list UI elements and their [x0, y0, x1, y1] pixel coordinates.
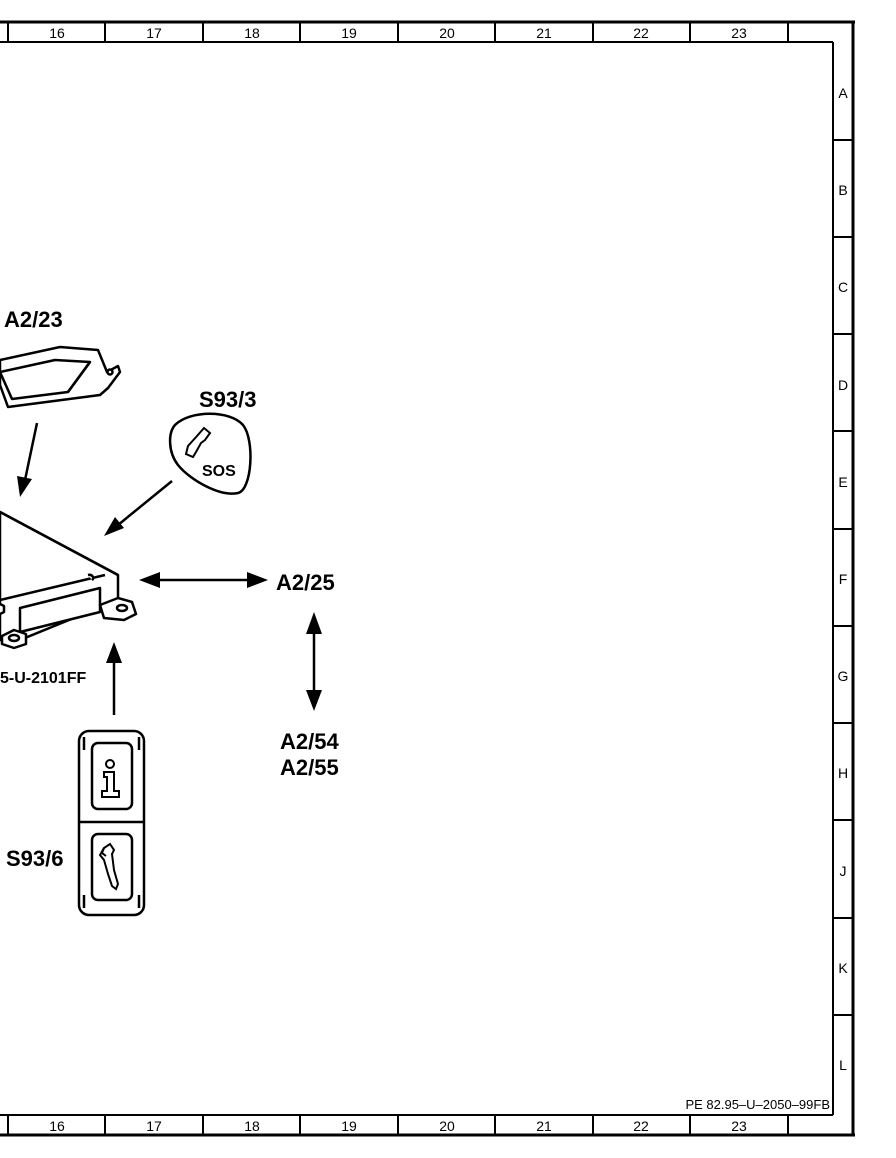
row-label: H	[838, 765, 848, 781]
arrow-a2-23-to-unit	[17, 422, 39, 497]
col-label: 22	[633, 25, 649, 41]
row-label: J	[840, 863, 847, 879]
a2-25-label: A2/25	[276, 570, 335, 595]
col-label: 16	[49, 1118, 65, 1134]
row-label: F	[839, 571, 848, 587]
col-label: 20	[439, 25, 455, 41]
a2-23-module-drawing	[0, 345, 122, 409]
col-label: 16	[49, 25, 65, 41]
row-label: C	[838, 279, 848, 295]
row-labels: A B C D E F G H J K L	[838, 85, 849, 1073]
s93-6-label: S93/6	[6, 846, 64, 871]
column-labels-top: 16 17 18 19 20 21 22 23	[49, 25, 747, 41]
row-label: A	[838, 85, 848, 101]
col-label: 21	[536, 1118, 552, 1134]
col-label: 21	[536, 25, 552, 41]
col-label: 19	[341, 25, 357, 41]
row-label: E	[838, 474, 847, 490]
a2-23-label: A2/23	[4, 307, 63, 332]
col-label: 18	[244, 1118, 260, 1134]
arrow-s93-3-to-unit	[104, 480, 173, 536]
arrow-a2-25-a2-54	[306, 612, 322, 711]
control-unit-ref-label: 5-U-2101FF	[0, 670, 86, 687]
column-labels-bottom: 16 17 18 19 20 21 22 23	[49, 1118, 747, 1134]
document-reference: PE 82.95–U–2050–99FB	[685, 1097, 830, 1112]
s93-3-sos-button	[168, 412, 252, 495]
control-unit-drawing	[0, 510, 138, 650]
column-ticks	[7, 22, 789, 1135]
drawing-frame	[0, 20, 855, 1137]
s93-3-label: S93/3	[199, 387, 257, 412]
row-label: B	[838, 182, 847, 198]
col-label: 23	[731, 25, 747, 41]
wrench-icon	[98, 842, 120, 891]
a2-55-label: A2/55	[280, 755, 339, 780]
a2-54-label: A2/54	[280, 729, 339, 754]
s93-3-sos-text: SOS	[202, 463, 236, 480]
row-label: D	[838, 377, 848, 393]
col-label: 18	[244, 25, 260, 41]
row-label: G	[838, 668, 849, 684]
col-label: 17	[146, 25, 162, 41]
phone-icon	[184, 426, 212, 459]
s93-6-switch-block	[77, 729, 146, 917]
info-icon	[101, 759, 120, 798]
col-label: 22	[633, 1118, 649, 1134]
col-label: 17	[146, 1118, 162, 1134]
row-label: K	[838, 960, 848, 976]
arrow-s93-6-to-unit	[106, 642, 122, 715]
row-label: L	[839, 1057, 847, 1073]
col-label: 19	[341, 1118, 357, 1134]
row-ticks	[833, 139, 853, 1016]
col-label: 23	[731, 1118, 747, 1134]
col-label: 20	[439, 1118, 455, 1134]
arrow-unit-a2-25	[139, 572, 268, 588]
